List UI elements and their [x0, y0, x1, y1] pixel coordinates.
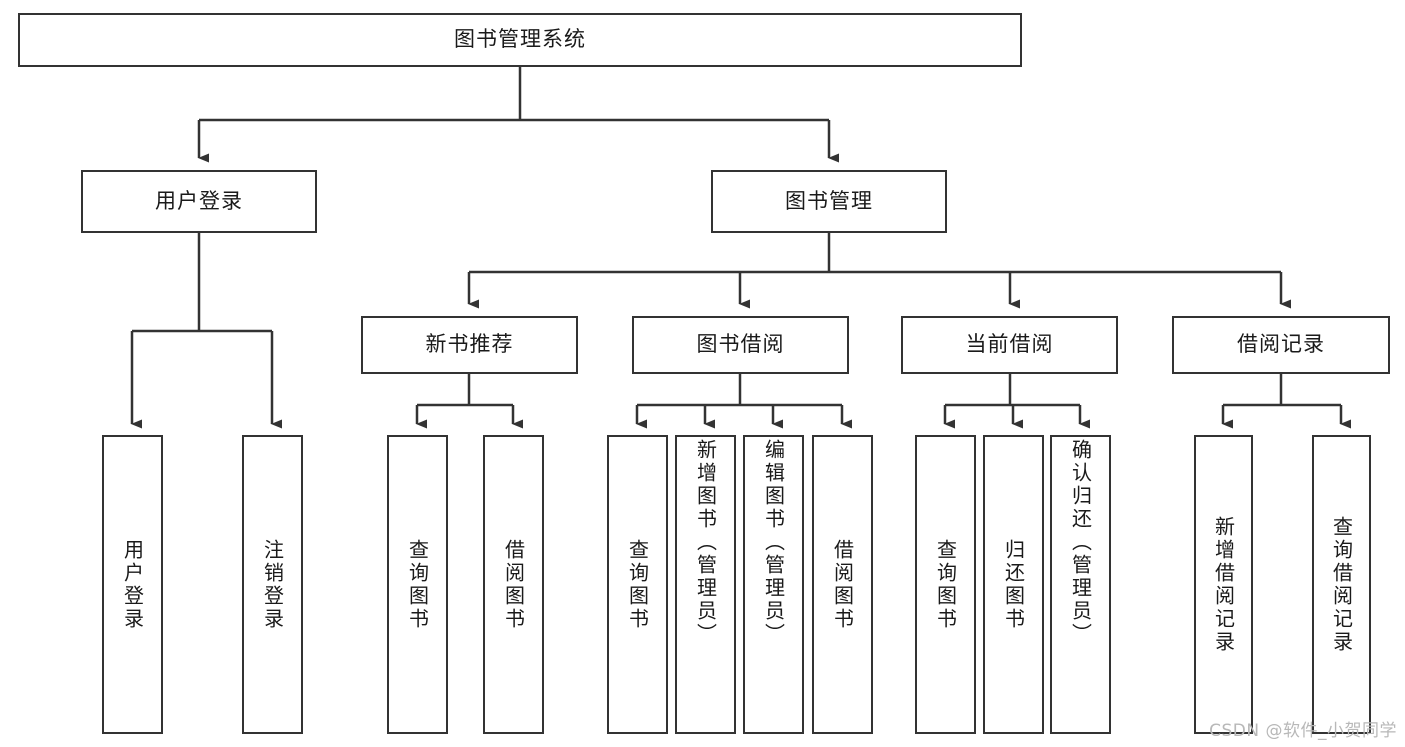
node-book-manage[interactable]: 图书管理 — [711, 170, 947, 233]
node-leaf-user-login-label: 用户登录 — [120, 538, 145, 631]
node-root[interactable]: 图书管理系统 — [18, 13, 1022, 67]
node-new-book-rec[interactable]: 新书推荐 — [361, 316, 578, 374]
node-leaf-query-record-label: 查询借阅记录 — [1329, 515, 1354, 654]
node-user-login[interactable]: 用户登录 — [81, 170, 317, 233]
node-current-borrow[interactable]: 当前借阅 — [901, 316, 1118, 374]
node-leaf-query-book-1[interactable]: 查询图书 — [387, 435, 448, 734]
node-leaf-add-record-label: 新增借阅记录 — [1211, 515, 1236, 654]
node-leaf-query-book-2[interactable]: 查询图书 — [607, 435, 668, 734]
node-leaf-edit-book-label: 编辑图书（管理员） — [761, 439, 786, 646]
node-book-borrow-label: 图书借阅 — [696, 332, 785, 357]
node-leaf-query-book-3-label: 查询图书 — [933, 538, 958, 631]
node-book-borrow[interactable]: 图书借阅 — [632, 316, 849, 374]
node-user-login-label: 用户登录 — [155, 188, 243, 213]
node-leaf-borrow-book-1-label: 借阅图书 — [501, 538, 526, 631]
node-new-book-rec-label: 新书推荐 — [425, 332, 514, 357]
node-leaf-borrow-book-2-label: 借阅图书 — [830, 538, 855, 631]
node-leaf-confirm-return-label: 确认归还（管理员） — [1068, 439, 1093, 646]
node-leaf-borrow-book-1[interactable]: 借阅图书 — [483, 435, 544, 734]
node-leaf-logout-label: 注销登录 — [260, 538, 285, 631]
node-leaf-add-book-label: 新增图书（管理员） — [693, 439, 718, 646]
node-leaf-user-login[interactable]: 用户登录 — [102, 435, 163, 734]
node-borrow-record-label: 借阅记录 — [1237, 332, 1325, 357]
node-leaf-confirm-return[interactable]: 确认归还（管理员） — [1050, 435, 1111, 734]
node-borrow-record[interactable]: 借阅记录 — [1172, 316, 1390, 374]
node-leaf-add-book[interactable]: 新增图书（管理员） — [675, 435, 736, 734]
node-leaf-query-book-3[interactable]: 查询图书 — [915, 435, 976, 734]
node-leaf-return-book-label: 归还图书 — [1001, 538, 1026, 631]
node-leaf-logout[interactable]: 注销登录 — [242, 435, 303, 734]
node-root-label: 图书管理系统 — [454, 27, 586, 52]
node-leaf-query-book-2-label: 查询图书 — [625, 538, 650, 631]
node-leaf-borrow-book-2[interactable]: 借阅图书 — [812, 435, 873, 734]
node-leaf-query-record[interactable]: 查询借阅记录 — [1312, 435, 1371, 734]
node-leaf-edit-book[interactable]: 编辑图书（管理员） — [743, 435, 804, 734]
node-leaf-add-record[interactable]: 新增借阅记录 — [1194, 435, 1253, 734]
node-current-borrow-label: 当前借阅 — [965, 332, 1054, 357]
node-book-manage-label: 图书管理 — [785, 188, 873, 213]
node-leaf-return-book[interactable]: 归还图书 — [983, 435, 1044, 734]
node-leaf-query-book-1-label: 查询图书 — [405, 538, 430, 631]
